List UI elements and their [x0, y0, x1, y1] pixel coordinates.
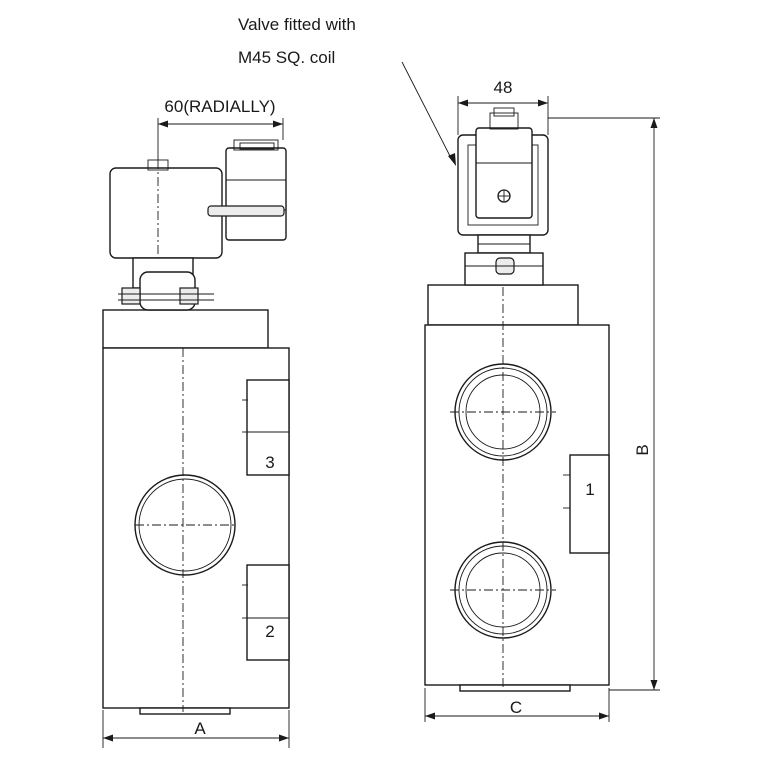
- left-port-3-recess: [246, 379, 290, 476]
- callout-line-2: M45 SQ. coil: [238, 48, 335, 67]
- left-top-cap: [102, 309, 269, 349]
- left-port-2-recess: [246, 564, 290, 661]
- dim-coil-width-label: 48: [494, 78, 513, 97]
- port-3-label: 3: [265, 453, 274, 472]
- left-coil: [109, 167, 223, 259]
- dim-c-label: C: [510, 698, 522, 717]
- dim-radial-label: 60(RADIALLY): [164, 97, 275, 116]
- dim-b-label: B: [633, 444, 652, 455]
- left-connector-screw: [207, 205, 285, 217]
- left-bottom-foot: [139, 707, 231, 715]
- left-connector-housing: [225, 147, 287, 241]
- dim-a-label: A: [194, 719, 206, 738]
- left-nut-right: [179, 287, 199, 305]
- left-view: [102, 118, 290, 748]
- callout-leader: [401, 61, 453, 161]
- left-nut-left: [121, 287, 141, 305]
- right-connector: [475, 127, 533, 219]
- right-port-1-recess: [569, 454, 610, 554]
- port-1-label: 1: [585, 480, 594, 499]
- callout-line-1: Valve fitted with: [238, 15, 356, 34]
- right-view: [401, 61, 660, 722]
- right-bottom-foot: [459, 684, 571, 692]
- port-2-label: 2: [265, 622, 274, 641]
